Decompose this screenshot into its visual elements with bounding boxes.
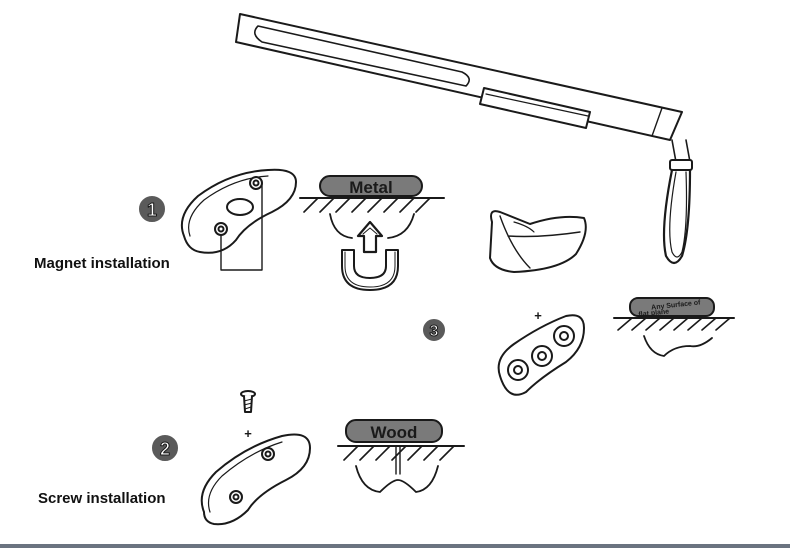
step-1-number: 1 [147, 200, 157, 220]
screw-icon [240, 390, 256, 413]
plus-sign-step2: + [244, 426, 252, 441]
metal-surface: Metal [299, 175, 445, 239]
magnet-installation-caption: Magnet installation [34, 255, 170, 272]
wood-label: Wood [371, 423, 418, 442]
step-1-badge: 1 [137, 194, 167, 224]
any-surface-label-line2: flat plane [638, 308, 669, 318]
wand-holder-screw-top [200, 433, 311, 526]
horseshoe-magnet-icon [341, 220, 399, 291]
step-2-badge: 2 [150, 433, 180, 463]
metal-label: Metal [349, 178, 392, 197]
cleaning-wand-icon [235, 13, 693, 265]
step-2-number: 2 [160, 439, 170, 459]
wand-holder-adhesive-pads [497, 314, 585, 396]
flat-surface: Any Surface of flat plane [613, 297, 735, 357]
footer-rule [0, 544, 790, 548]
step-3-badge: 3 [421, 317, 447, 343]
wand-holder-magnet-top [180, 168, 297, 271]
wood-surface: Wood [337, 419, 465, 493]
screw-installation-caption: Screw installation [38, 490, 166, 507]
plus-sign-step3: + [534, 308, 542, 323]
step-3-number: 3 [430, 323, 439, 340]
wand-holder-side-view [489, 210, 587, 273]
